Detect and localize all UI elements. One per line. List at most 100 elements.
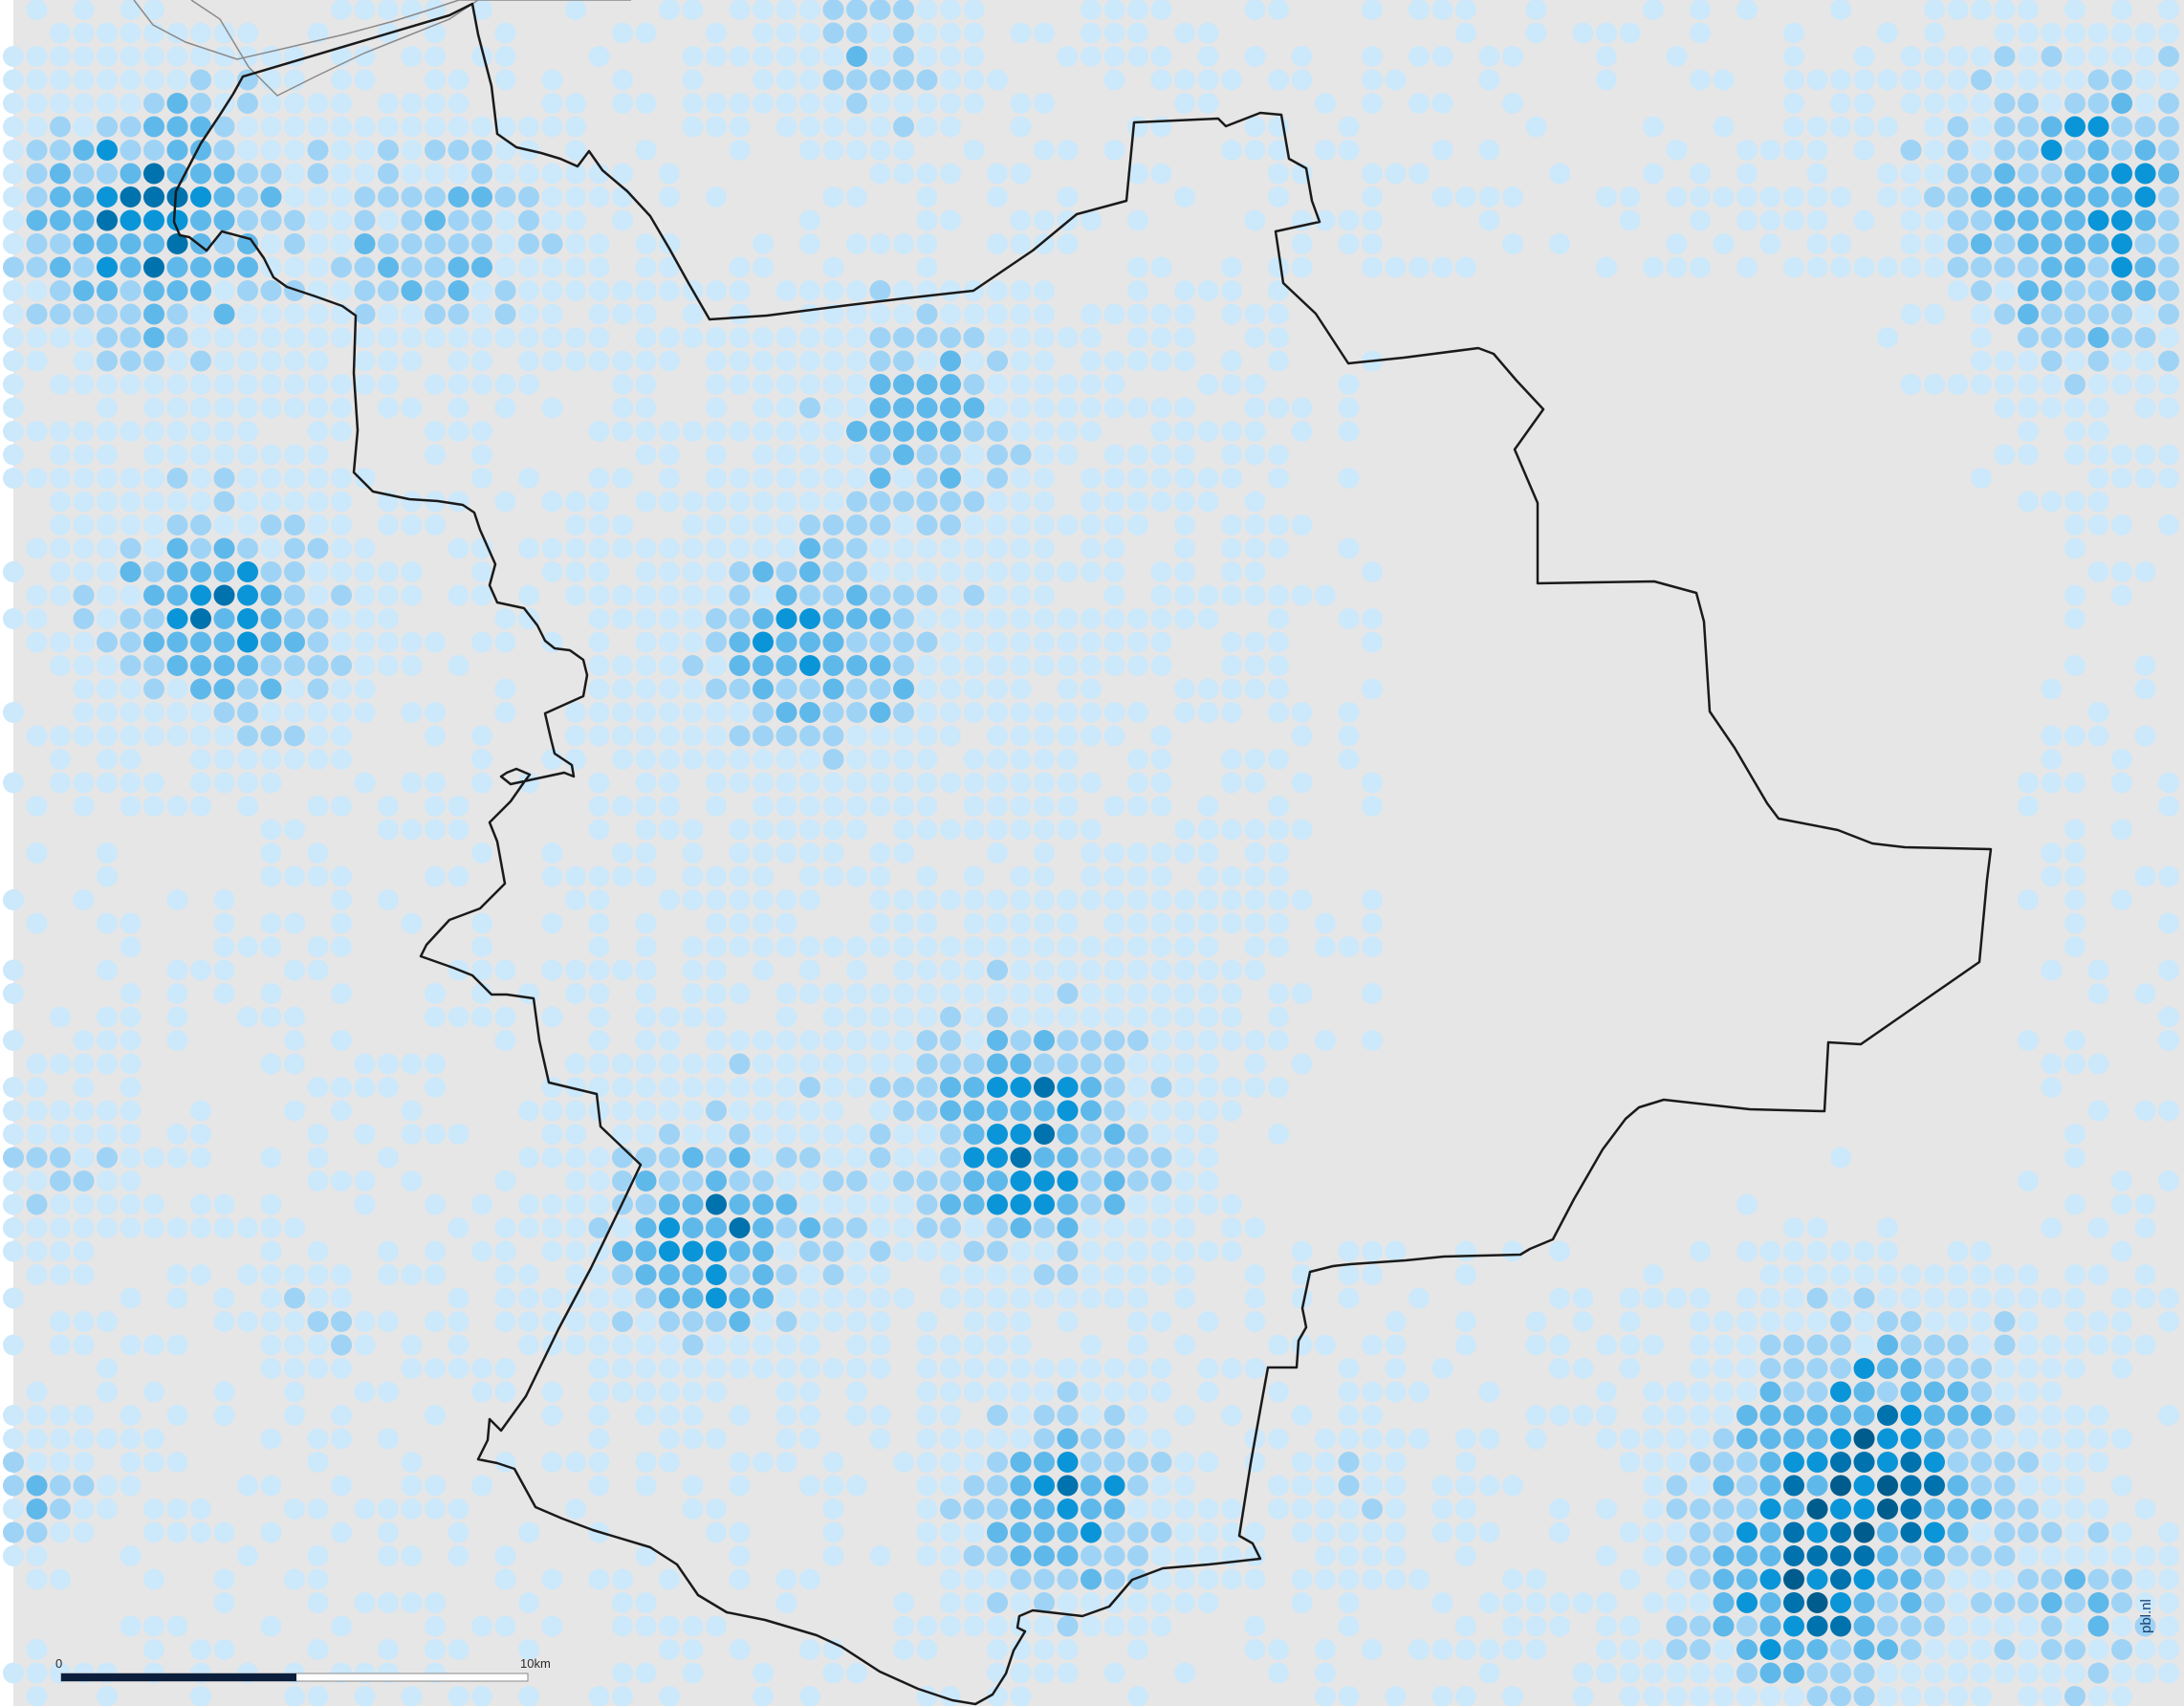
density-dot xyxy=(1783,93,1804,114)
density-dot xyxy=(775,1217,797,1238)
density-dot xyxy=(378,0,399,20)
density-dot xyxy=(940,678,961,700)
density-dot xyxy=(1783,1428,1804,1450)
density-dot xyxy=(775,561,797,582)
density-dot xyxy=(753,350,774,372)
density-dot xyxy=(1127,1452,1148,1473)
density-dot xyxy=(1502,1240,1523,1262)
density-dot xyxy=(190,1124,211,1145)
density-dot xyxy=(1057,1100,1079,1122)
density-dot xyxy=(2111,819,2132,841)
density-dot xyxy=(729,1217,751,1238)
density-dot xyxy=(1221,889,1242,910)
density-dot xyxy=(494,959,516,981)
density-dot xyxy=(2041,140,2063,161)
density-dot xyxy=(1291,421,1313,442)
density-dot xyxy=(916,1240,938,1262)
density-dot xyxy=(1291,1334,1313,1356)
density-dot xyxy=(1947,1358,1969,1379)
density-dot xyxy=(354,163,376,185)
density-dot xyxy=(963,421,985,442)
density-dot xyxy=(1713,1475,1735,1497)
density-dot xyxy=(987,1521,1008,1543)
density-dot xyxy=(1971,1381,1992,1403)
density-dot xyxy=(799,1217,820,1238)
density-dot xyxy=(869,1006,891,1028)
density-dot xyxy=(97,655,118,676)
density-dot xyxy=(682,749,704,770)
density-dot xyxy=(97,1311,118,1332)
density-dot xyxy=(1010,584,1032,606)
density-dot xyxy=(916,819,938,841)
density-dot xyxy=(706,1287,727,1309)
density-dot xyxy=(869,1311,891,1332)
density-dot xyxy=(846,983,867,1004)
density-dot xyxy=(354,69,376,91)
density-dot xyxy=(541,1193,563,1215)
density-dot xyxy=(963,936,985,957)
density-dot xyxy=(1010,1193,1032,1215)
density-dot xyxy=(120,1545,142,1566)
density-dot xyxy=(1127,1686,1148,1706)
density-dot xyxy=(916,1521,938,1543)
density-dot xyxy=(1947,140,1969,161)
density-dot xyxy=(2087,350,2109,372)
density-dot xyxy=(354,1311,376,1332)
density-dot xyxy=(893,1452,914,1473)
density-dot xyxy=(401,1545,423,1566)
density-dot xyxy=(1549,1521,1570,1543)
density-dot xyxy=(963,491,985,513)
density-dot xyxy=(682,1381,704,1403)
density-dot xyxy=(1268,468,1289,489)
density-dot xyxy=(541,397,563,419)
density-dot xyxy=(659,725,680,747)
density-dot xyxy=(1502,93,1523,114)
density-dot xyxy=(846,69,867,91)
density-dot xyxy=(588,631,610,653)
density-dot xyxy=(494,1264,516,1285)
density-dot xyxy=(307,303,329,325)
density-dot xyxy=(1994,1358,2016,1379)
density-dot xyxy=(284,584,305,606)
density-dot xyxy=(987,1240,1008,1262)
density-dot xyxy=(1174,1662,1195,1684)
density-dot xyxy=(987,1686,1008,1706)
density-dot xyxy=(1362,912,1383,934)
density-dot xyxy=(1010,1545,1032,1566)
density-dot xyxy=(659,1452,680,1473)
density-dot xyxy=(963,608,985,629)
density-dot xyxy=(26,0,48,20)
density-dot xyxy=(2111,0,2132,20)
density-dot xyxy=(822,1240,844,1262)
density-dot xyxy=(1759,1264,1781,1285)
density-dot xyxy=(73,1498,95,1520)
density-dot xyxy=(1244,772,1266,794)
density-dot xyxy=(166,1124,188,1145)
density-dot xyxy=(775,397,797,419)
density-dot xyxy=(354,327,376,348)
density-dot xyxy=(213,749,235,770)
density-dot xyxy=(987,936,1008,957)
density-dot xyxy=(635,350,657,372)
density-dot xyxy=(612,1592,633,1613)
density-dot xyxy=(1736,1592,1758,1613)
density-dot xyxy=(120,1615,142,1637)
density-dot xyxy=(2087,1053,2109,1075)
density-dot xyxy=(425,186,446,208)
density-dot xyxy=(190,1521,211,1543)
density-dot xyxy=(940,1006,961,1028)
density-dot xyxy=(1338,1358,1360,1379)
density-dot xyxy=(1924,140,1945,161)
density-dot xyxy=(1034,725,1055,747)
density-dot xyxy=(1783,1452,1804,1473)
density-dot xyxy=(1103,1662,1125,1684)
density-dot xyxy=(97,514,118,536)
density-dot xyxy=(260,1475,282,1497)
density-dot xyxy=(518,1592,539,1613)
density-dot xyxy=(1690,1452,1711,1473)
density-dot xyxy=(1081,725,1102,747)
density-dot xyxy=(237,444,258,466)
density-dot xyxy=(565,186,586,208)
scale-end-label: 10km xyxy=(520,1656,551,1671)
